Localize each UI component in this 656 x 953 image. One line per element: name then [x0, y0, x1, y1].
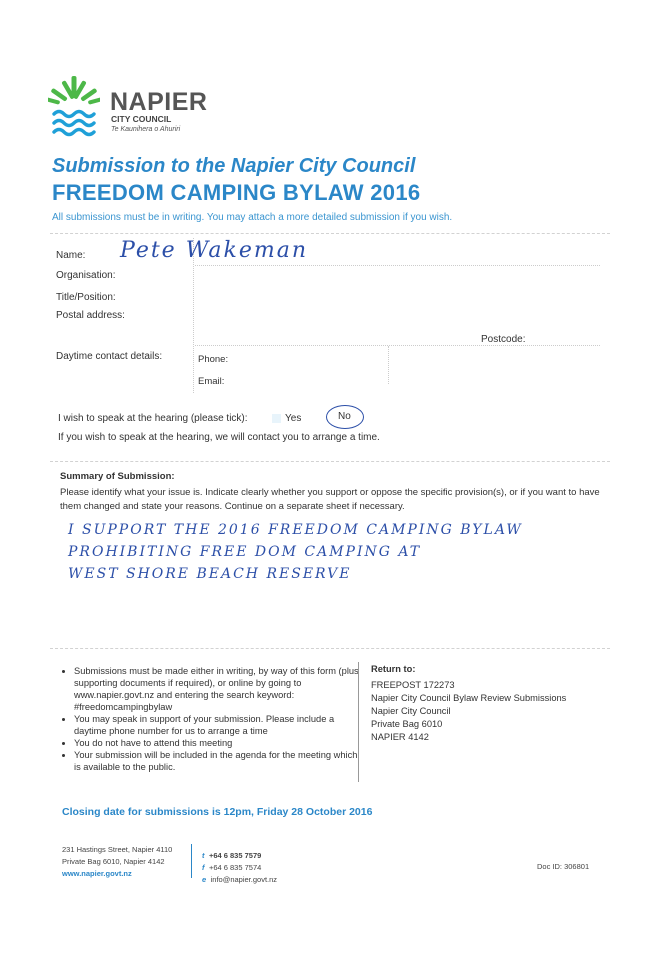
- name-line: [195, 265, 600, 266]
- footer-website-link[interactable]: www.napier.govt.nz: [62, 869, 132, 878]
- no-option-circled[interactable]: [326, 405, 364, 429]
- phone-label: Phone:: [198, 354, 229, 365]
- page-subtitle: FREEDOM CAMPING BYLAW 2016: [52, 180, 421, 205]
- footer-email: e info@napier.govt.nz: [202, 875, 278, 884]
- return-line: Napier City Council: [371, 706, 451, 716]
- handwritten-line: PROHIBITING FREE DOM CAMPING AT: [68, 544, 422, 560]
- name-label: Name:: [56, 250, 86, 261]
- contact-details-label: Daytime contact details:: [56, 351, 163, 362]
- footer-fax: f +64 6 835 7574: [202, 863, 262, 872]
- page-title: Submission to the Napier City Council: [52, 155, 416, 177]
- return-line: FREEPOST 172273: [371, 680, 455, 690]
- logo-subtitle: CITY COUNCIL: [111, 114, 172, 124]
- list-item: Submissions must be made either in writi…: [74, 665, 359, 713]
- name-value[interactable]: Pete Wakeman: [120, 238, 309, 263]
- footer-address-1: 231 Hastings Street, Napier 4110: [62, 845, 173, 854]
- doc-id: Doc ID: 306801: [537, 862, 590, 871]
- address-line: [195, 345, 600, 346]
- intro-text: All submissions must be in writing. You …: [52, 212, 453, 223]
- summary-top-rule: [50, 461, 610, 462]
- return-line: NAPIER 4142: [371, 732, 429, 742]
- return-divider: [358, 662, 359, 782]
- postal-address-label: Postal address:: [56, 310, 125, 321]
- napier-logo-icon: [48, 76, 100, 137]
- summary-bottom-rule: [50, 648, 610, 649]
- footer-address-2: Private Bag 6010, Napier 4142: [62, 857, 165, 866]
- handwritten-line: I SUPPORT THE 2016 FREEDOM CAMPING BYLAW: [68, 522, 523, 538]
- form-top-rule: [50, 233, 610, 234]
- list-item: Your submission will be included in the …: [74, 749, 359, 773]
- list-item: You do not have to attend this meeting: [74, 737, 359, 749]
- no-label: No: [338, 411, 351, 422]
- notes-list: Submissions must be made either in writi…: [58, 665, 359, 773]
- phone-divider: [388, 346, 389, 384]
- closing-date: Closing date for submissions is 12pm, Fr…: [62, 806, 373, 818]
- logo-maori-name: Te Kaunihera o Ahuriri: [111, 126, 181, 133]
- summary-instructions: Please identify what your issue is. Indi…: [60, 487, 600, 512]
- return-heading: Return to:: [371, 664, 416, 674]
- form-divider: [193, 238, 194, 393]
- logo-name: NAPIER: [110, 88, 208, 116]
- return-line: Napier City Council Bylaw Review Submiss…: [371, 693, 567, 703]
- title-position-label: Title/Position:: [56, 292, 116, 303]
- summary-heading: Summary of Submission:: [60, 471, 175, 482]
- return-line: Private Bag 6010: [371, 719, 443, 729]
- hearing-note: If you wish to speak at the hearing, we …: [58, 432, 380, 443]
- list-item: You may speak in support of your submiss…: [74, 713, 359, 737]
- organisation-label: Organisation:: [56, 270, 116, 281]
- footer-divider: [191, 844, 192, 878]
- footer-phone: t +64 6 835 7579: [202, 851, 262, 860]
- handwritten-line: WEST SHORE BEACH RESERVE: [68, 566, 352, 582]
- yes-checkbox[interactable]: [272, 414, 281, 423]
- postcode-label: Postcode:: [481, 334, 526, 345]
- email-label: Email:: [198, 376, 225, 387]
- yes-label: Yes: [285, 413, 302, 424]
- hearing-question: I wish to speak at the hearing (please t…: [58, 413, 248, 424]
